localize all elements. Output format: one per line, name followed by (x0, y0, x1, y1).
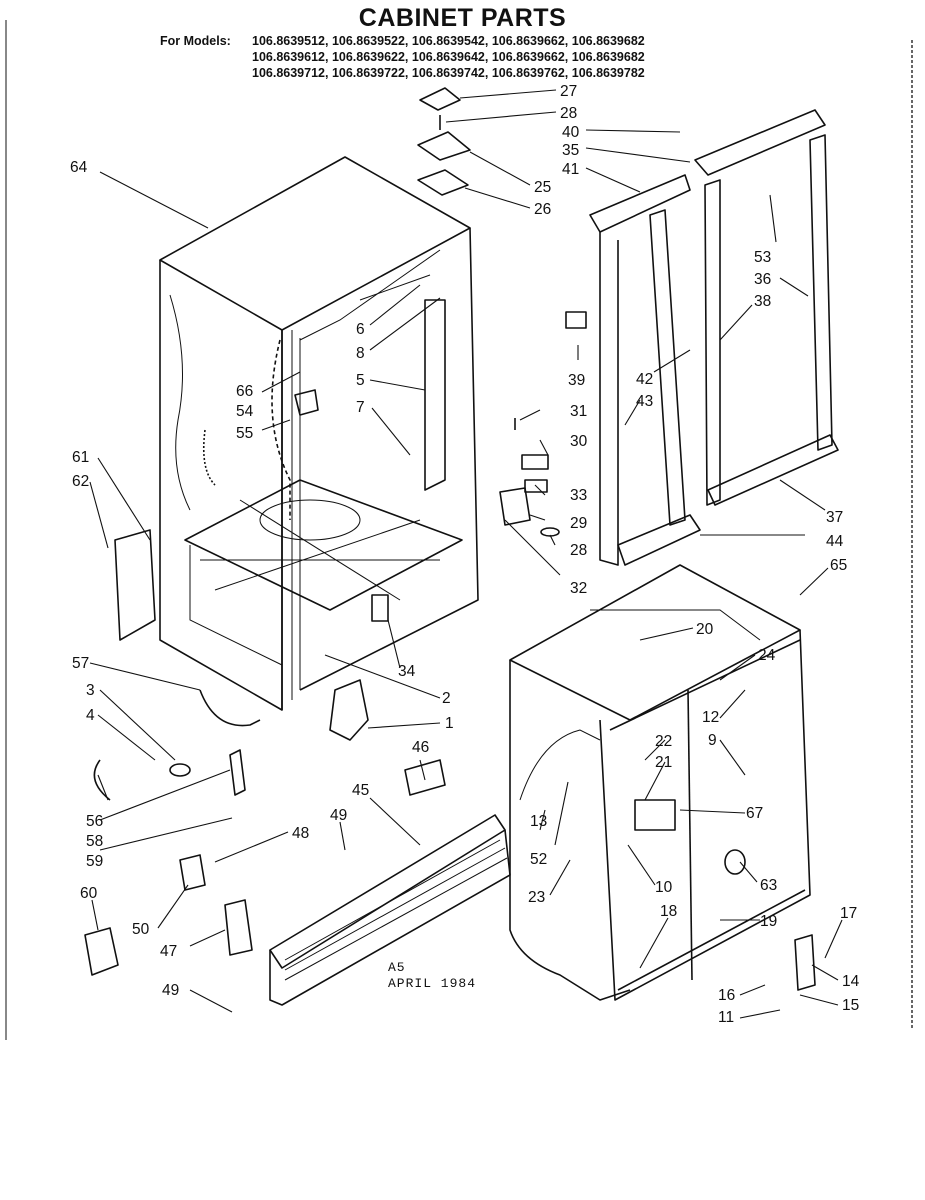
callout-35: 35 (562, 142, 579, 159)
callout-16: 16 (718, 987, 735, 1004)
callout-52: 52 (530, 851, 547, 868)
callout-67: 67 (746, 805, 763, 822)
callout-10: 10 (655, 879, 673, 896)
callout-9: 9 (708, 732, 717, 749)
callout-34: 34 (398, 663, 416, 680)
leader-lines (89, 89, 843, 1019)
callout-62: 62 (72, 473, 89, 490)
callout-19: 19 (760, 913, 777, 930)
callout-40: 40 (562, 124, 580, 141)
main-cabinet (159, 156, 479, 711)
callout-30: 30 (570, 433, 588, 450)
callout-28-top: 28 (560, 105, 577, 122)
left-hardware (84, 389, 816, 991)
callout-37: 37 (826, 509, 843, 526)
callout-41: 41 (562, 161, 579, 178)
callout-22: 22 (655, 733, 672, 750)
callout-21: 21 (655, 754, 672, 771)
callout-60: 60 (80, 885, 98, 902)
callout-33: 33 (570, 487, 587, 504)
callout-45: 45 (352, 782, 369, 799)
model-row-2: 106.8639612, 106.8639622, 106.8639642, 1… (252, 50, 645, 64)
callout-63: 63 (760, 877, 777, 894)
revision-code: A5 (388, 960, 406, 975)
callout-6: 6 (356, 321, 365, 338)
callout-57: 57 (72, 655, 89, 672)
callout-50: 50 (132, 921, 150, 938)
model-row-1: 106.8639512, 106.8639522, 106.8639542, 1… (252, 34, 645, 48)
callout-17: 17 (840, 905, 857, 922)
callout-58: 58 (86, 833, 103, 850)
callout-20: 20 (696, 621, 714, 638)
base-grille (269, 814, 511, 1006)
small-hardware (499, 311, 587, 537)
callout-28-mid: 28 (570, 542, 587, 559)
revision-date: APRIL 1984 (388, 976, 477, 991)
page-title: CABINET PARTS (358, 4, 567, 32)
freezer-liner (509, 564, 811, 1001)
callout-49-bottom: 49 (162, 982, 179, 999)
top-hinge-assembly (417, 87, 471, 196)
callout-27: 27 (560, 83, 577, 100)
callout-44: 44 (826, 533, 844, 550)
callout-55: 55 (236, 425, 253, 442)
callout-15: 15 (842, 997, 859, 1014)
callout-18: 18 (660, 903, 677, 920)
callout-65: 65 (830, 557, 847, 574)
callout-31: 31 (570, 403, 587, 420)
callout-59: 59 (86, 853, 103, 870)
callout-61: 61 (72, 449, 89, 466)
callout-7: 7 (356, 399, 365, 416)
callout-8: 8 (356, 345, 365, 362)
callout-66: 66 (236, 383, 253, 400)
callout-5: 5 (356, 372, 365, 389)
callout-4: 4 (86, 707, 95, 724)
callout-32: 32 (570, 580, 587, 597)
callout-48: 48 (292, 825, 309, 842)
callout-13: 13 (530, 813, 547, 830)
callout-38: 38 (754, 293, 771, 310)
callout-24: 24 (758, 647, 776, 664)
callout-1: 1 (445, 715, 454, 732)
callout-12: 12 (702, 709, 719, 726)
callout-64: 64 (70, 159, 88, 176)
callout-14: 14 (842, 973, 860, 990)
callout-47: 47 (160, 943, 177, 960)
callout-43: 43 (636, 393, 653, 410)
callout-11: 11 (718, 1009, 734, 1026)
callout-29: 29 (570, 515, 587, 532)
callout-labels: 27 28 40 35 41 25 26 64 53 36 38 6 8 5 7… (70, 83, 860, 1026)
callout-3: 3 (86, 682, 95, 699)
callout-26: 26 (534, 201, 551, 218)
callout-56: 56 (86, 813, 103, 830)
callout-39: 39 (568, 372, 585, 389)
callout-42: 42 (636, 371, 653, 388)
model-row-3: 106.8639712, 106.8639722, 106.8639742, 1… (252, 66, 645, 80)
callout-23: 23 (528, 889, 545, 906)
callout-49-top: 49 (330, 807, 347, 824)
door-gasket-frames (589, 109, 839, 566)
callout-36: 36 (754, 271, 771, 288)
callout-25: 25 (534, 179, 551, 196)
callout-53: 53 (754, 249, 771, 266)
models-label: For Models: (160, 34, 231, 48)
callout-46: 46 (412, 739, 429, 756)
callout-2: 2 (442, 690, 451, 707)
callout-54: 54 (236, 403, 254, 420)
